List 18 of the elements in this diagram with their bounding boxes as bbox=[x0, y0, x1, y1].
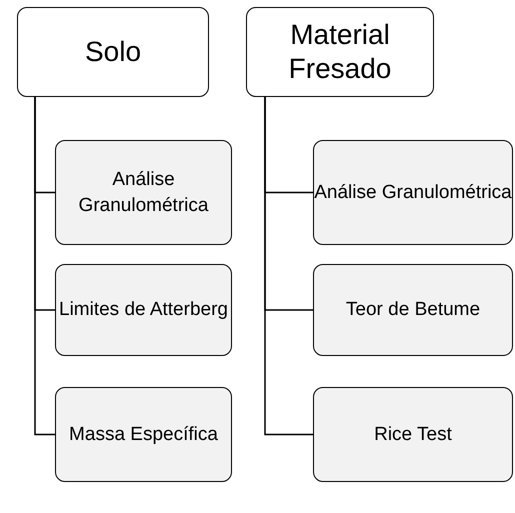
test-box bbox=[313, 264, 513, 356]
test-box bbox=[313, 140, 513, 245]
test-label: Análise Granulométrica bbox=[314, 180, 512, 205]
category-label: Material Fresado bbox=[288, 18, 392, 86]
test-label: Análise Granulométrica bbox=[78, 168, 210, 218]
test-label: Limites de Atterberg bbox=[59, 298, 228, 322]
test-box bbox=[55, 387, 232, 482]
category-box bbox=[246, 7, 434, 97]
test-box bbox=[313, 387, 513, 482]
connector-line bbox=[34, 97, 55, 436]
test-box bbox=[55, 140, 232, 245]
test-box bbox=[55, 264, 232, 356]
connector-line bbox=[264, 97, 313, 436]
test-label: Teor de Betume bbox=[346, 298, 480, 322]
category-label: Solo bbox=[84, 35, 142, 69]
test-label: Rice Test bbox=[374, 422, 452, 447]
test-label: Massa Específica bbox=[69, 422, 218, 447]
category-box bbox=[17, 7, 209, 97]
